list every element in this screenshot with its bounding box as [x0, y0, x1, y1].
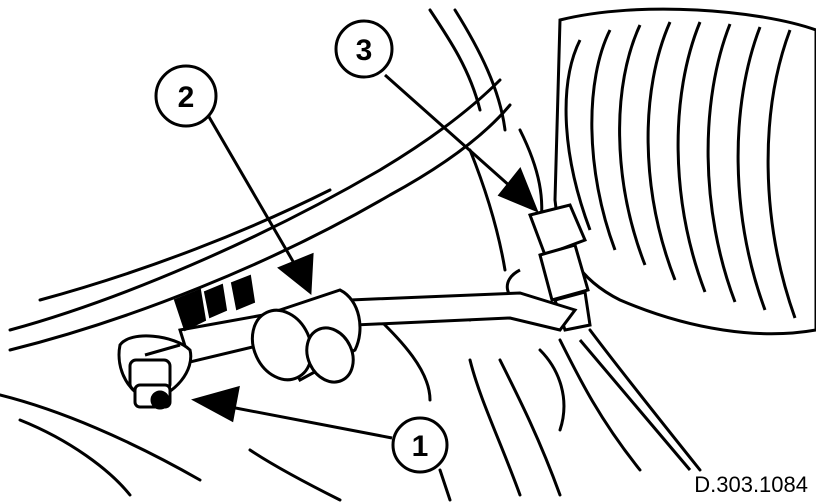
- reference-code: D.303.1084: [694, 472, 808, 497]
- callout-1-label: 1: [412, 430, 429, 463]
- callout-2: 2: [154, 64, 218, 128]
- body-panel-contours: [0, 8, 702, 502]
- callout-1: 1: [391, 416, 449, 474]
- bellows-boot: [553, 7, 816, 336]
- callout-3: 3: [334, 19, 394, 79]
- damper-cylinder: [250, 288, 362, 384]
- mounting-bolt: [117, 334, 193, 410]
- direction-arrows: [173, 274, 256, 332]
- callout-2-label: 2: [178, 81, 195, 114]
- callout-3-label: 3: [356, 34, 373, 67]
- leader-lines: [191, 73, 692, 471]
